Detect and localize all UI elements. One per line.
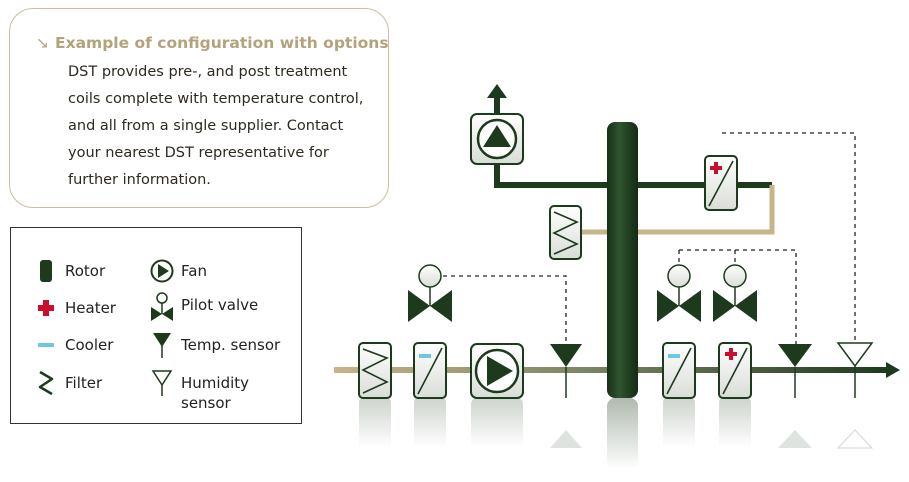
info-line: DST provides pre-, and post treatment — [68, 64, 348, 80]
legend-label: Pilot valve — [181, 296, 259, 314]
arrow-down-right-icon: ↘ — [36, 34, 49, 52]
rotor-icon — [33, 258, 59, 284]
legend-item-rotor: Rotor — [33, 258, 105, 284]
fan-icon — [149, 258, 175, 284]
info-line: further information. — [68, 172, 211, 188]
info-line: your nearest DST representative for — [68, 145, 329, 161]
heater-coil-1 — [718, 342, 752, 399]
pilot-valve-icon — [149, 292, 175, 324]
legend-item-filter: Filter — [33, 370, 102, 396]
info-title: ↘ Example of configuration with options — [36, 34, 389, 52]
legend-label: Fan — [181, 262, 207, 280]
legend-label: Temp. sensor — [181, 336, 281, 354]
legend-item-temp-sensor: Temp. sensor — [149, 332, 280, 358]
legend-label: Filter — [65, 374, 103, 392]
return-duct — [580, 185, 775, 235]
cooler-coil-2 — [662, 342, 696, 399]
exhaust-duct — [494, 162, 772, 188]
filter-1 — [358, 342, 392, 399]
legend-item-fan: Fan — [149, 258, 207, 284]
supply-fan — [470, 343, 524, 399]
legend-item-humidity-sensor: Humidity sensor — [149, 370, 249, 413]
legend-label: Cooler — [65, 336, 114, 354]
pilot-valve-1 — [408, 264, 452, 322]
legend-label-line1: Humidity — [181, 374, 250, 392]
temp-sensor-1 — [550, 344, 582, 398]
temp-sensor-2 — [778, 344, 812, 398]
temp-sensor-icon — [149, 332, 175, 358]
legend: Rotor Heater Cooler Filter Fan Pilot val… — [10, 227, 302, 424]
legend-label: Heater — [65, 299, 116, 317]
humidity-sensor-icon — [149, 370, 175, 396]
legend-label-line2: sensor — [181, 394, 231, 412]
legend-label: Rotor — [65, 262, 106, 280]
legend-item-heater: Heater — [33, 295, 116, 321]
pilot-valve-3 — [713, 264, 757, 322]
control-lines — [443, 132, 856, 344]
info-line: coils complete with temperature control, — [68, 91, 364, 107]
supply-duct-arrow — [886, 362, 900, 378]
heater-icon — [33, 295, 59, 321]
pilot-valve-2 — [657, 264, 701, 322]
exhaust-fan — [470, 113, 524, 165]
info-box — [9, 8, 389, 208]
legend-item-pilot-valve: Pilot valve — [149, 292, 258, 324]
filter-icon — [33, 370, 59, 396]
cooler-icon — [33, 332, 59, 358]
info-title-text: Example of configuration with options — [55, 34, 389, 52]
heater-coil-2 — [704, 155, 738, 211]
info-line: and all from a single supplier. Contact — [68, 118, 344, 134]
reflections — [359, 398, 874, 470]
legend-item-cooler: Cooler — [33, 332, 113, 358]
info-body: DST provides pre-, and post treatment co… — [68, 59, 378, 194]
filter-2 — [549, 205, 582, 260]
humidity-sensor-1 — [836, 342, 874, 398]
legend-label: Humidity sensor — [181, 370, 249, 413]
cooler-coil-1 — [413, 342, 447, 399]
rotor — [607, 122, 638, 398]
exhaust-arrow — [487, 84, 507, 98]
